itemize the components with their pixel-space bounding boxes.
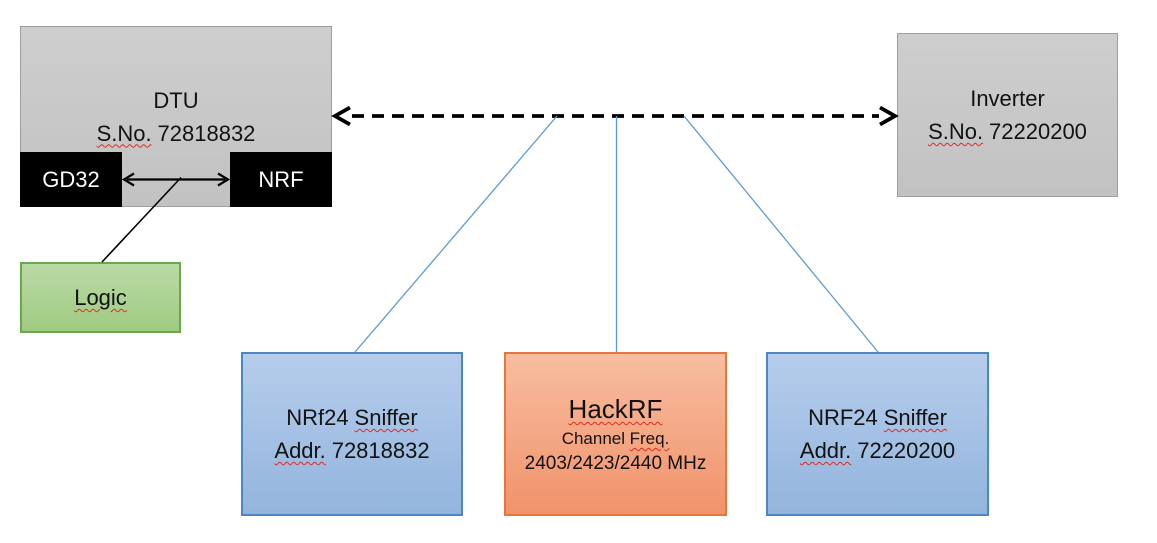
dtu-serial-number: 72818832 [157, 120, 256, 146]
dtu-serial-label: S.No. [96, 120, 152, 146]
logic-label: Logic [74, 285, 127, 310]
sniffer-right-addr-label: Addr. [799, 438, 852, 463]
sniffer-right-addr: Addr.72220200 [800, 434, 955, 467]
dtu-serial: S.No.72818832 [97, 117, 256, 150]
sniffer-right-name-prefix: NRF24 [808, 405, 878, 430]
sniffer-left-name-prefix: NRf24 [286, 405, 349, 430]
nrf-label: NRF [258, 167, 304, 192]
nrf-chip: NRF [230, 152, 332, 207]
sniffer-left-addr-label: Addr. [274, 438, 326, 463]
sniffer-right-name-word: Sniffer [883, 405, 947, 430]
hackrf-freq-prefix: Channel [561, 429, 626, 448]
sniffer-left-addr: Addr.72818832 [274, 434, 429, 467]
sniffer-left-name-word: Sniffer [354, 405, 418, 430]
dtu-title: DTU [153, 87, 199, 113]
sniffer-right-connector-line [683, 115, 879, 353]
inverter-box: Inverter S.No.72220200 [897, 33, 1118, 197]
sniffer-right-addr-number: 72220200 [857, 438, 956, 463]
inverter-serial-number: 72220200 [989, 119, 1087, 144]
gd32-label: GD32 [42, 167, 100, 192]
sniffer-left-addr-number: 72818832 [331, 438, 430, 463]
inverter-title: Inverter [970, 86, 1045, 111]
inverter-serial: S.No.72220200 [928, 115, 1087, 148]
sniffer-left-connector-line [354, 115, 558, 353]
hackrf-frequencies: 2403/2423/2440 MHz [524, 453, 707, 474]
logic-box: Logic [20, 262, 181, 333]
dtu-inverter-dashed-arrow [331, 105, 899, 127]
inverter-serial-label: S.No. [928, 119, 984, 144]
hackrf-title: HackRF [568, 394, 663, 424]
gd32-chip: GD32 [20, 152, 122, 207]
hackrf-freq-word: Freq. [629, 429, 670, 448]
